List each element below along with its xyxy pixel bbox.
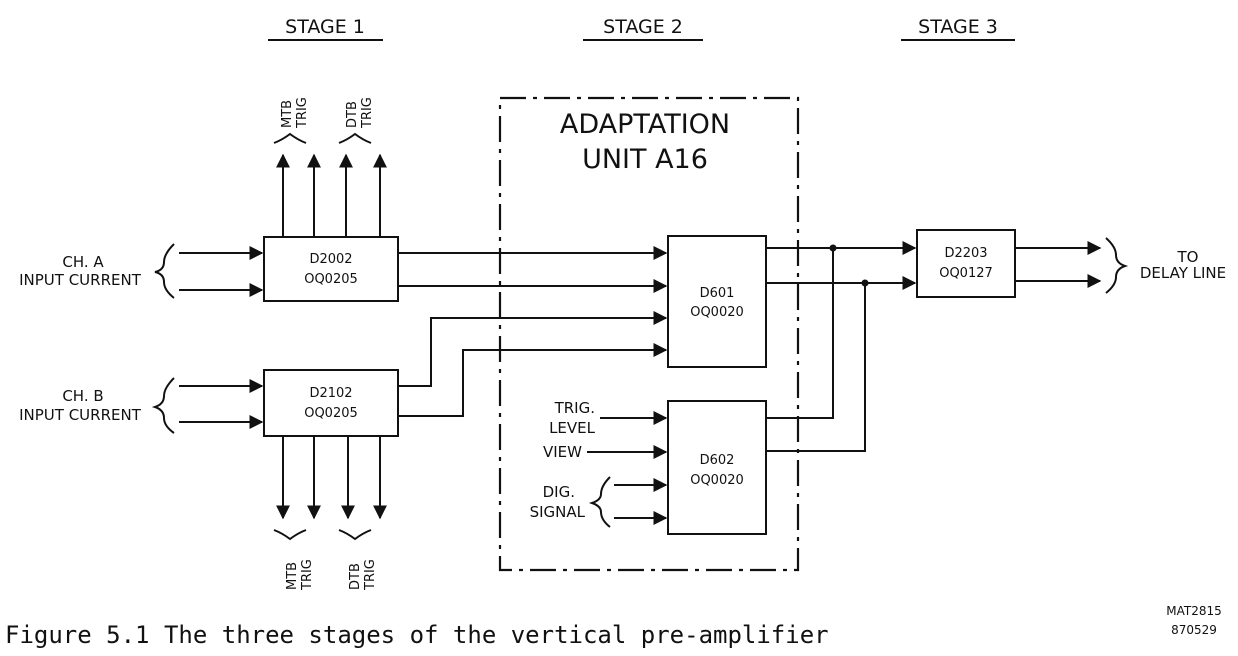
d2102-part: OQ0205 [304, 406, 358, 421]
top-dtb-label: DTB [345, 101, 360, 128]
bottom-mtb-trig-label: TRIG [300, 559, 315, 591]
d602-output-wire-1 [766, 248, 834, 419]
ch-a-label: CH. A [62, 253, 104, 271]
d602-part: OQ0020 [690, 473, 744, 488]
top-mtb-label: MTB [280, 100, 295, 128]
d602-output-wire-2 [766, 283, 866, 452]
ch-b-input-current-label: INPUT CURRENT [19, 406, 142, 424]
junction-dot-1 [829, 244, 837, 252]
d2203-part: OQ0127 [939, 266, 993, 281]
output-delay-line-label: DELAY LINE [1140, 264, 1226, 282]
adaptation-unit-boundary [498, 96, 800, 572]
d2002-part: OQ0205 [304, 272, 358, 287]
stage-2-label: STAGE 2 [603, 16, 683, 38]
bottom-trigger-outputs [273, 436, 387, 541]
ch-b-brace [151, 377, 175, 434]
bottom-dtb-label: DTB [348, 563, 363, 590]
top-mtb-trig-label: TRIG [295, 97, 310, 129]
adaptation-unit-subtitle: UNIT A16 [582, 144, 708, 175]
adaptation-unit-title: ADAPTATION [560, 109, 730, 140]
trig-level-label: TRIG. [554, 399, 595, 417]
document-code: MAT2815 [1166, 604, 1222, 618]
block-d2102: D2102 OQ0205 [263, 369, 399, 437]
output-brace [1105, 237, 1129, 294]
top-trigger-outputs [273, 132, 387, 237]
ch-b-label: CH. B [62, 387, 103, 405]
d601-part: OQ0020 [690, 305, 744, 320]
block-d2203: D2203 OQ0127 [916, 229, 1016, 298]
dig-signal-brace [588, 476, 611, 528]
d2102-name: D2102 [309, 386, 352, 401]
view-label: VIEW [543, 443, 582, 461]
d602-name: D602 [700, 453, 735, 468]
dig-signal-label: SIGNAL [530, 503, 586, 521]
block-d2002: D2002 OQ0205 [263, 236, 399, 302]
ch-a-brace [154, 243, 175, 299]
d2102-to-d601-wire-2 [398, 343, 668, 417]
bottom-dtb-trig-label: TRIG [363, 559, 378, 591]
stage-1-label: STAGE 1 [285, 16, 365, 38]
junction-dot-2 [861, 279, 869, 287]
dig-label: DIG. [543, 483, 575, 501]
d2102-to-d601-wire-1 [398, 311, 668, 387]
output-to-label: TO [1177, 248, 1199, 266]
d2203-name: D2203 [944, 246, 987, 261]
d601-name: D601 [700, 286, 735, 301]
stage-3-label: STAGE 3 [918, 16, 998, 38]
ch-a-input-current-label: INPUT CURRENT [19, 271, 142, 289]
d2002-name: D2002 [309, 252, 352, 267]
block-d601: D601 OQ0020 [667, 235, 767, 368]
trig-level-label-2: LEVEL [549, 419, 596, 437]
document-date: 870529 [1171, 623, 1217, 637]
top-dtb-trig-label: TRIG [360, 97, 375, 129]
figure-caption: Figure 5.1 The three stages of the verti… [5, 621, 829, 649]
bottom-mtb-label: MTB [285, 562, 300, 590]
block-d602: D602 OQ0020 [667, 400, 767, 535]
